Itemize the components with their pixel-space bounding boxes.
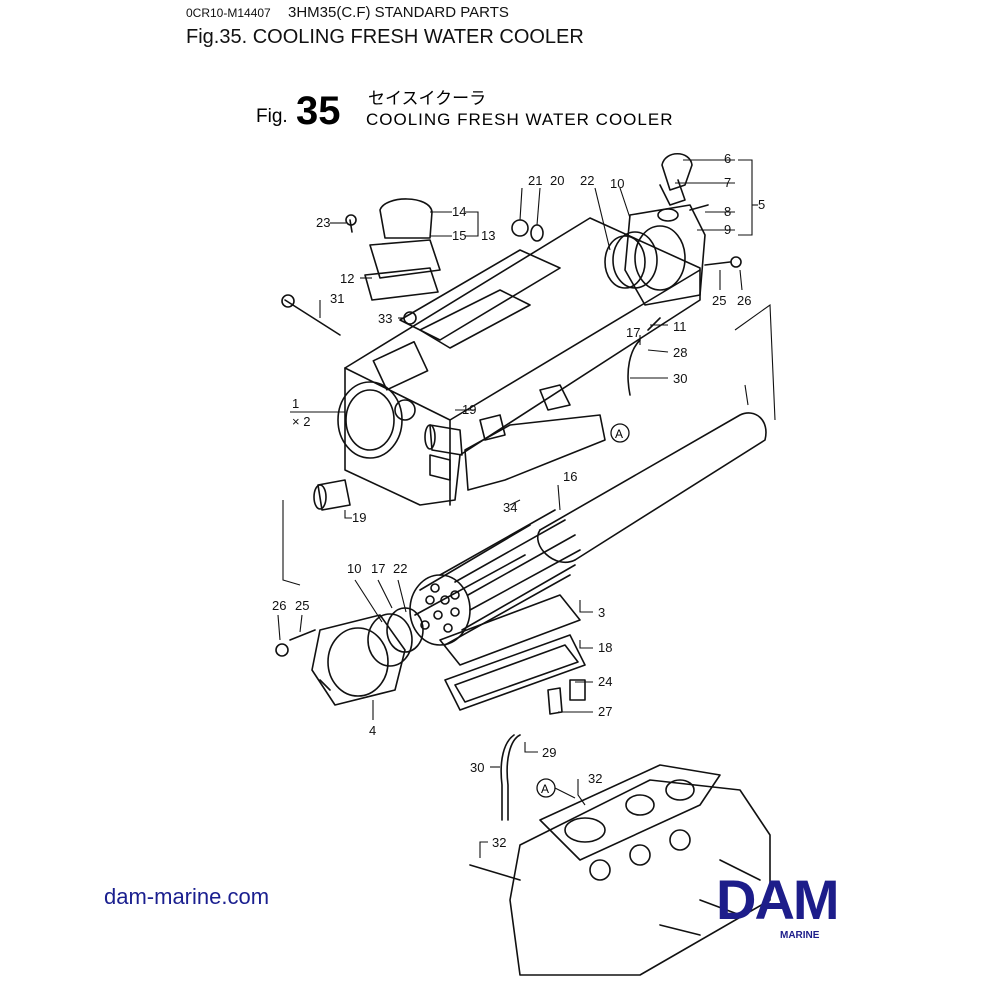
part-labels: 6 7 5 8 9 21 20 22 10 14 15 13 23 12 31 … <box>272 151 765 850</box>
part-label: 6 <box>724 151 731 166</box>
title-japanese: セイスイクーラ <box>368 89 486 108</box>
hose-lower <box>506 734 521 821</box>
callout-a-lower <box>536 778 556 798</box>
part-label: 34 <box>503 500 517 515</box>
part-label: 22 <box>580 173 594 188</box>
hose-upper <box>627 339 641 396</box>
end-cover-right <box>604 204 706 306</box>
part-label: 3 <box>598 605 605 620</box>
callout-a-lower-label: A <box>541 782 549 796</box>
engine-cylinder-head <box>469 764 771 976</box>
nipple-fittings <box>313 424 463 511</box>
dam-marine-logo: DAM MARINE <box>716 868 896 942</box>
part-label: 29 <box>542 745 556 760</box>
website-link[interactable]: dam-marine.com <box>104 884 270 909</box>
part-label: 1 <box>292 396 299 411</box>
part-label: 25 <box>712 293 726 308</box>
part-label: 7 <box>724 175 731 190</box>
part-label: 24 <box>598 674 612 689</box>
part-label: 26 <box>737 293 751 308</box>
document-code: 0CR10-M14407 <box>186 6 271 20</box>
part-label: 20 <box>550 173 564 188</box>
part-label: 26 <box>272 598 286 613</box>
part-label: 19 <box>352 510 366 525</box>
part-label: 14 <box>452 204 466 219</box>
part-label: 32 <box>492 835 506 850</box>
part-label: 9 <box>724 222 731 237</box>
part-label: 13 <box>481 228 495 243</box>
elbow-fitting <box>657 152 693 222</box>
title-english: COOLING FRESH WATER COOLER <box>366 110 673 129</box>
part-label: 18 <box>598 640 612 655</box>
part-label: 22 <box>393 561 407 576</box>
fig-number: 35 <box>296 89 341 133</box>
part-label: 10 <box>610 176 624 191</box>
part-label: 23 <box>316 215 330 230</box>
cooler-shell <box>537 412 767 563</box>
lower-gasket <box>439 594 586 711</box>
fig-prefix: Fig. <box>256 106 288 127</box>
part-label: 30 <box>673 371 687 386</box>
part-label: 17 <box>626 325 640 340</box>
part-label: 5 <box>758 197 765 212</box>
standard-parts-title: 3HM35(C.F) STANDARD PARTS <box>288 4 509 21</box>
figure-title: Fig.35. COOLING FRESH WATER COOLER <box>186 26 584 48</box>
part-label: 25 <box>295 598 309 613</box>
gasket-plates <box>464 384 606 491</box>
part-label: 16 <box>563 469 577 484</box>
part-label: 17 <box>371 561 385 576</box>
tube-bundle <box>409 509 581 646</box>
quantity-note: × 2 <box>292 414 310 429</box>
logo-word: DAM <box>716 868 840 931</box>
logo-subtitle: MARINE <box>780 930 820 941</box>
part-label: 11 <box>673 319 687 334</box>
part-label: 4 <box>369 723 376 738</box>
part-label: 10 <box>347 561 361 576</box>
part-label: 21 <box>528 173 542 188</box>
filler-cap <box>364 198 441 301</box>
part-label: 12 <box>340 271 354 286</box>
drawing-title: Fig. 35 セイスイクーラ COOLING FRESH WATER COOL… <box>256 89 673 133</box>
part-label: 27 <box>598 704 612 719</box>
long-bolt <box>284 299 341 336</box>
part-label: 32 <box>588 771 602 786</box>
part-label: 31 <box>330 291 344 306</box>
drain-cock <box>547 687 563 715</box>
part-label: 33 <box>378 311 392 326</box>
part-label: 15 <box>452 228 466 243</box>
callout-a-upper-label: A <box>615 427 623 441</box>
part-label: 30 <box>470 760 484 775</box>
end-cover-left <box>311 607 424 706</box>
part-label: 19 <box>462 402 476 417</box>
callout-a-upper <box>610 423 630 443</box>
part-label: 8 <box>724 204 731 219</box>
part-label: 28 <box>673 345 687 360</box>
